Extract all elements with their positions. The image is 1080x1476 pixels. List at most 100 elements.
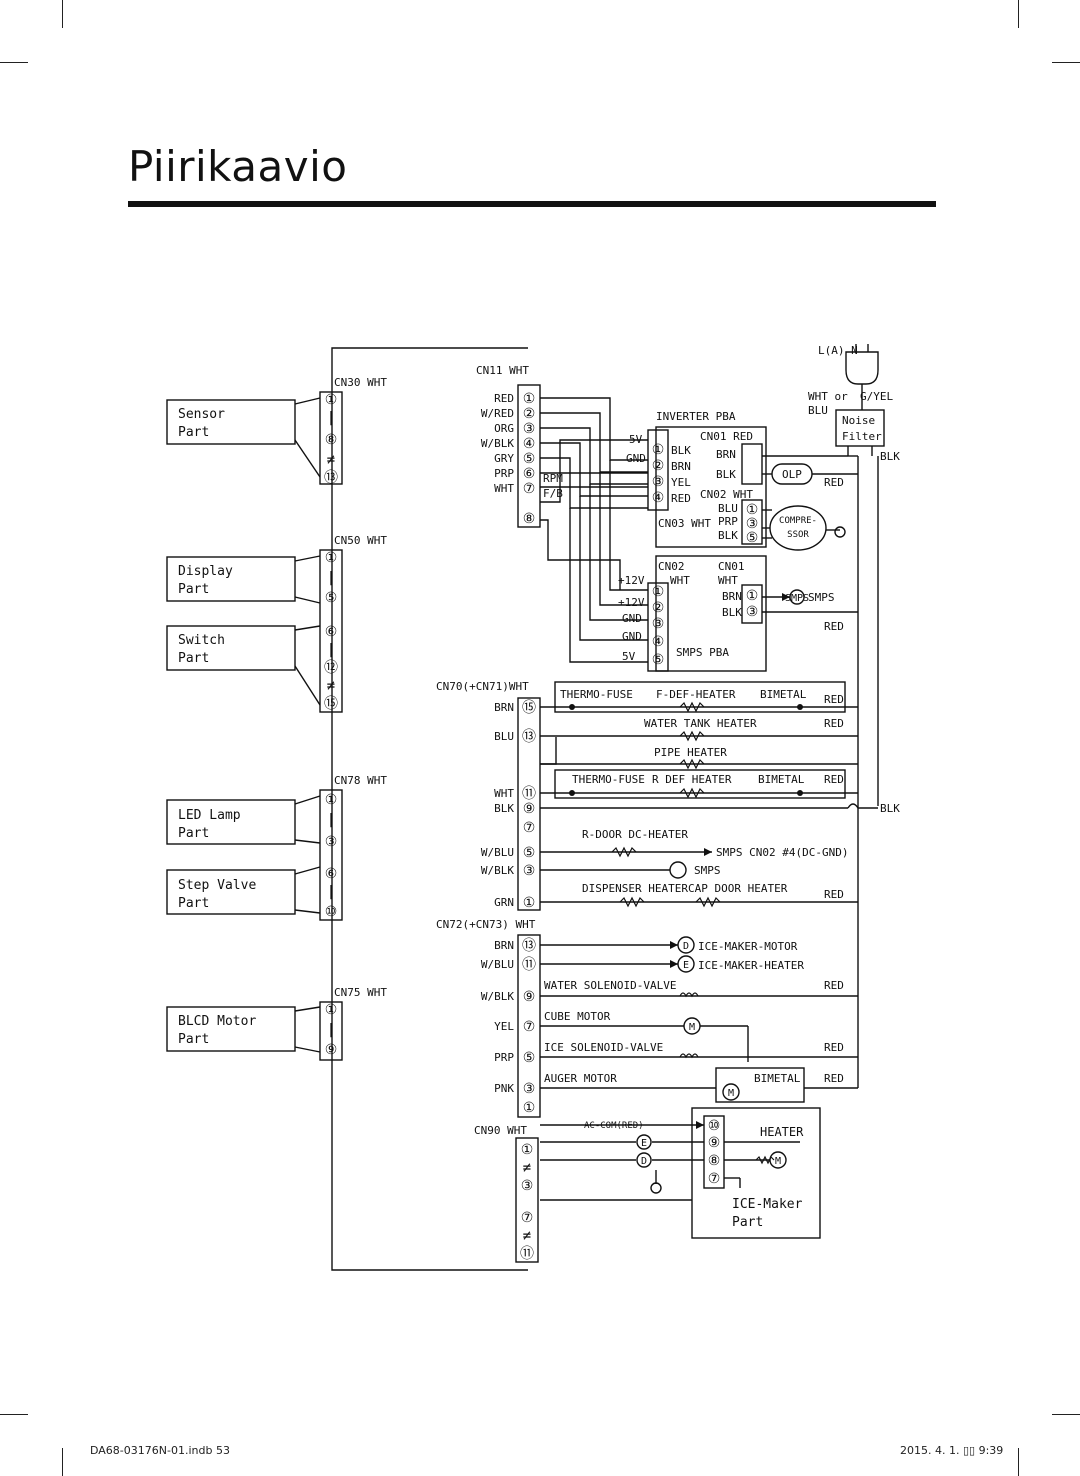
cn11-wire-label: ORG [494,422,514,435]
inverter-pin: ④ [652,490,665,506]
fb-label: F/B [543,487,563,500]
cn90-pin: ③ [521,1178,534,1194]
cn72-pin: ⑦ [523,1019,536,1035]
smps-cn02-dcgnd-label: SMPS CN02 #4(DC-GND) [716,846,848,859]
cn50-pin: ≠ [327,678,335,694]
cn50-pin: ⑮ [324,696,338,712]
cn78-pin: | [327,812,335,828]
sensor-part-label-1: Sensor [178,407,225,422]
icemaker-pin: ⑧ [708,1153,721,1169]
smps-cn01-label: CN01 [718,560,745,573]
smps-cn01-color: WHT [718,574,738,587]
smps-pba-title: SMPS PBA [676,646,729,659]
smps-pba-box [655,555,767,672]
cn30-label: CN30 WHT [334,376,387,389]
cn70-pin: ⑬ [522,729,536,745]
cn75-pin: ⑨ [325,1042,338,1058]
pipe-heater-label: PIPE HEATER [654,746,727,759]
cn11-pin: ⑦ [523,481,536,497]
ice-solenoid-label: ICE SOLENOID-VALVE [544,1041,663,1054]
heater-wire-label: GRN [494,896,514,909]
compressor-symbol [769,505,827,551]
inverter-pin: ③ [652,474,665,490]
inverter-cn03-wire: PRP [718,515,738,528]
step-part-label-1: Step Valve [178,878,256,893]
inverter-pba-box [655,426,767,548]
cn70-pin: ⑪ [522,786,536,802]
r-def-heater-label: R DEF HEATER [652,773,732,786]
ice-wire-label: BRN [494,939,514,952]
inverter-cn01-wire: BLK [716,468,736,481]
red-label: RED [824,888,844,901]
cn11-wire-label: RED [494,392,514,405]
smps-left-label: GND [622,630,642,643]
heater-wire-label: WHT [494,787,514,800]
m-symbol: M [775,1156,781,1167]
inverter-wire: BRN [671,460,691,473]
footer-right: 2015. 4. 1. ▯▯ 9:39 [900,1444,1004,1457]
cn11-pin: ③ [523,421,536,437]
compressor-label: SSOR [787,530,809,540]
cn72-pin: ③ [523,1081,536,1097]
sensor-part-box [166,399,296,445]
display-part-label-2: Part [178,582,209,597]
led-part-label-1: LED Lamp [178,808,241,823]
cn50-pin: ⑤ [325,590,338,606]
inverter-cn03-pin: ① [746,502,759,518]
cn72-pin: ⑨ [523,989,536,1005]
led-part-label-2: Part [178,826,209,841]
smps-cn01-wire: BLK [722,606,742,619]
thermo-fuse-label: THERMO-FUSE [560,688,633,701]
cn50-pin: ⑫ [324,660,338,676]
inverter-cn01-wire: BRN [716,448,736,461]
cn78-label: CN78 WHT [334,774,387,787]
cn75-label: CN75 WHT [334,986,387,999]
wht-or-label: WHT or [808,390,848,403]
smps-cn02-label: CN02 [658,560,685,573]
inverter-cn03-label: CN03 WHT [658,517,711,530]
cn70-pin: ① [523,895,536,911]
cn90-connector [515,1137,539,1263]
olp-label: OLP [782,468,802,481]
display-part-box [166,556,296,602]
cn78-pin: ⑩ [325,904,338,920]
inverter-cn03-wire: BLU [718,502,738,515]
ice-wire-label: W/BLU [481,958,514,971]
cn78-pin: | [327,884,335,900]
heater-wire-label: W/BLK [481,864,514,877]
step-part-label-2: Part [178,896,209,911]
cn70-connector [517,697,541,911]
cn72-pin: ⑬ [522,938,536,954]
cn72-pin: ⑪ [522,957,536,973]
power-plug [845,351,879,385]
sensor-part-label-2: Part [178,425,209,440]
cn70-pin: ⑦ [523,820,536,836]
ice-wire-label: W/BLK [481,990,514,1003]
red-label: RED [824,717,844,730]
gyel-label: G/YEL [860,390,893,403]
m-symbol: M [728,1088,734,1099]
blcd-part-label-2: Part [178,1032,209,1047]
e-symbol: E [641,1138,647,1149]
crop-mark [0,1414,28,1415]
inverter-wire: BLK [671,444,691,457]
cn11-wire-label: WHT [494,482,514,495]
crop-mark [62,1448,63,1476]
blcd-part-box [166,1006,296,1052]
inverter-cn01-label: CN01 RED [700,430,753,443]
crop-mark [1052,1414,1080,1415]
cn11-pin: ④ [523,436,536,452]
water-tank-heater-label: WATER TANK HEATER [644,717,757,730]
smps-cn01-pin: ① [746,588,759,604]
red-label: RED [824,693,844,706]
cn90-label: CN90 WHT [474,1124,527,1137]
inverter-wire: RED [671,492,691,505]
e-symbol: E [683,960,689,971]
smps-left-label: +12V [618,574,645,587]
thermo-fuse-label: THERMO-FUSE [572,773,645,786]
cn30-pin: | [327,410,335,426]
smps-left-label: +12V [618,596,645,609]
cn70-pin: ③ [523,863,536,879]
cn50-pin: ① [325,550,338,566]
